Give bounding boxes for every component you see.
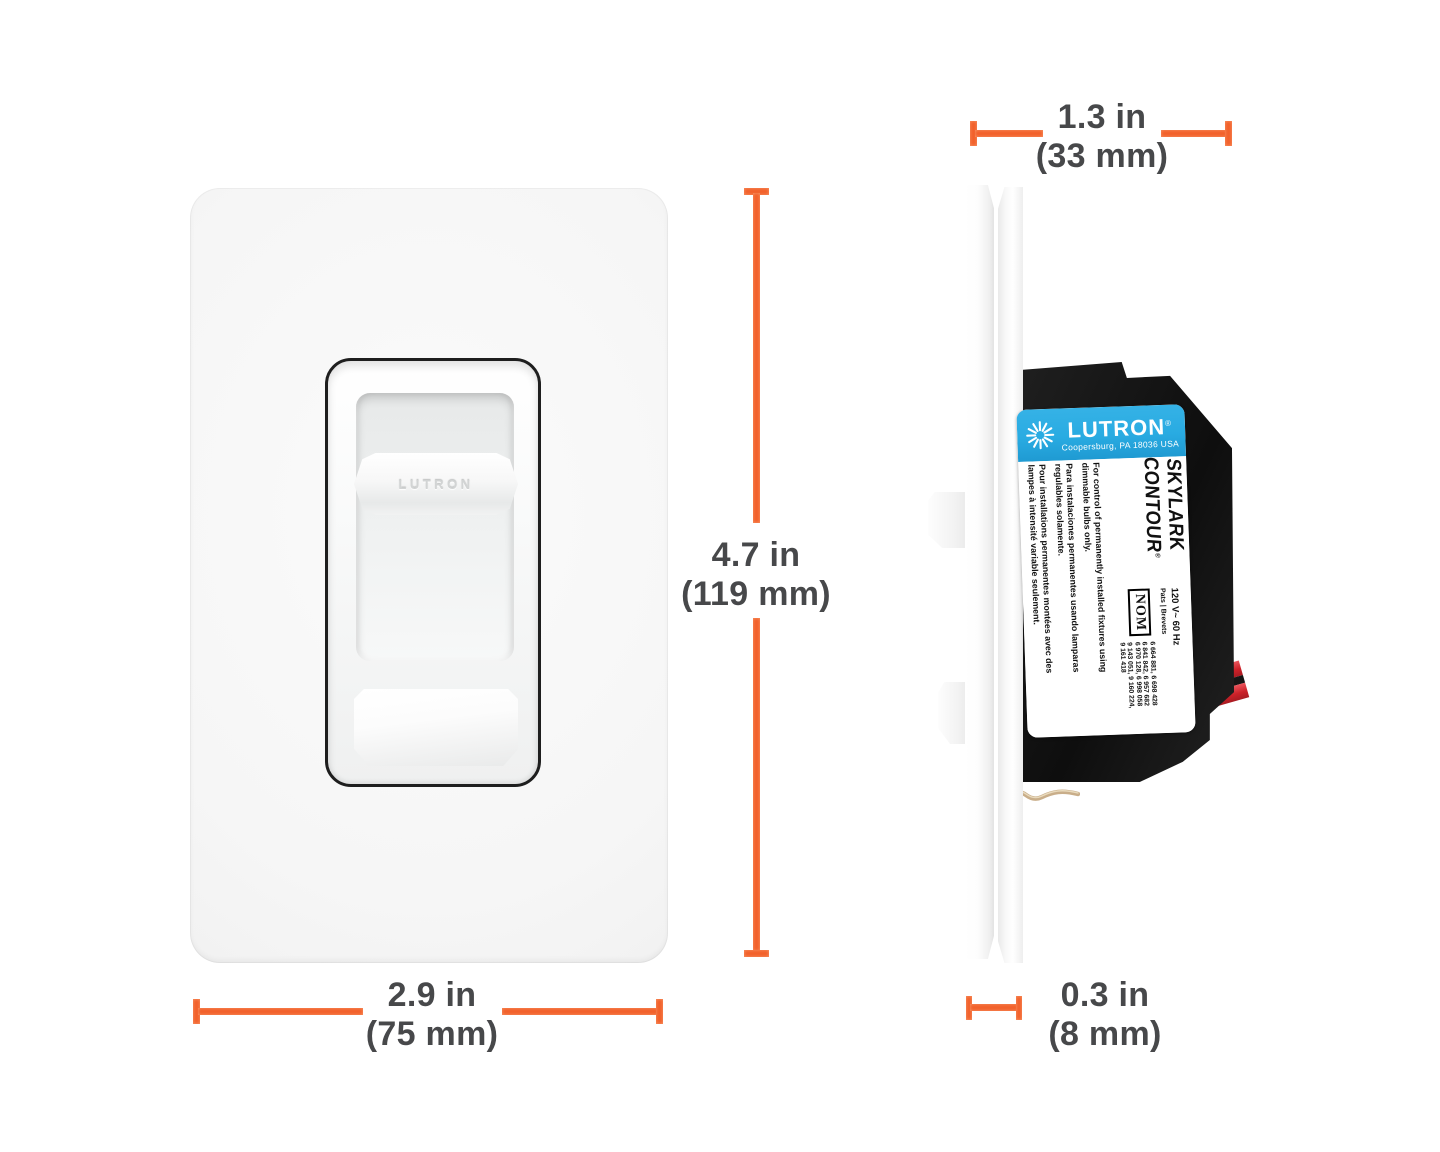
dim-line [970, 1004, 1018, 1011]
patents-label: Pats | Brevets [1158, 587, 1168, 635]
registered-mark: ® [1164, 418, 1173, 428]
rocker-switch [354, 689, 518, 766]
registered-mark: ® [1153, 552, 1161, 559]
product-label: LUTRON® Coopersburg, PA 18036 USA SKYLAR… [1016, 404, 1196, 738]
dim-cap [656, 999, 663, 1024]
width-dimension-label: 2.9 in (75 mm) [365, 976, 499, 1053]
label-brand-block: LUTRON® Coopersburg, PA 18036 USA [1061, 412, 1179, 453]
dim-cap [1225, 121, 1232, 146]
product-name: SKYLARK CONTOUR® [1139, 456, 1188, 559]
patent-numbers: 6 664 881, 6 698 428 6 841 842, 6 957 68… [1118, 641, 1158, 709]
slider-knob: LUTRON [354, 453, 518, 515]
dim-line [198, 1008, 363, 1015]
label-blue-header: LUTRON® Coopersburg, PA 18036 USA [1016, 404, 1187, 462]
slider-track [356, 393, 514, 661]
height-dimension-label: 4.7 in (119 mm) [681, 536, 831, 613]
dim-cap [1016, 996, 1022, 1020]
label-body: SKYLARK CONTOUR® 120 V~ 60 Hz Pats | Bre… [1018, 456, 1196, 738]
dim-cap [966, 996, 972, 1020]
notice-spanish: Para instalaciones permanentes usando la… [1053, 463, 1082, 673]
dim-line [753, 618, 760, 951]
dim-cap [744, 188, 769, 195]
dim-line [975, 130, 1043, 137]
dim-cap [744, 950, 769, 957]
mounting-tab-lower [938, 682, 970, 744]
dim-cap [193, 999, 200, 1024]
dim-line [753, 193, 760, 523]
notice-french: Pour installations permanentes montées a… [1026, 463, 1055, 674]
plate-thickness-label: 0.3 in (8 mm) [1048, 976, 1162, 1053]
notice-english: For control of permanently installed fix… [1080, 462, 1109, 673]
dim-line [502, 1008, 658, 1015]
dim-cap [970, 121, 977, 146]
side-faceplate-profile [965, 185, 994, 959]
depth-dimension-label: 1.3 in (33 mm) [1035, 98, 1169, 175]
side-switch-frame-profile [998, 187, 1023, 963]
knob-brand-text: LUTRON [398, 476, 474, 492]
label-brand: LUTRON® [1067, 414, 1173, 443]
lutron-sunburst-icon [1026, 421, 1055, 450]
front-wall-plate: LUTRON [190, 188, 668, 963]
dim-line [1161, 130, 1227, 137]
electrical-rating: 120 V~ 60 Hz [1168, 587, 1182, 646]
nom-certification-mark: NOM [1127, 588, 1152, 637]
mounting-tab-upper [928, 492, 970, 548]
dimmer-frame: LUTRON [325, 358, 541, 787]
label-rotated-text: SKYLARK CONTOUR® 120 V~ 60 Hz Pats | Bre… [1019, 456, 1195, 738]
